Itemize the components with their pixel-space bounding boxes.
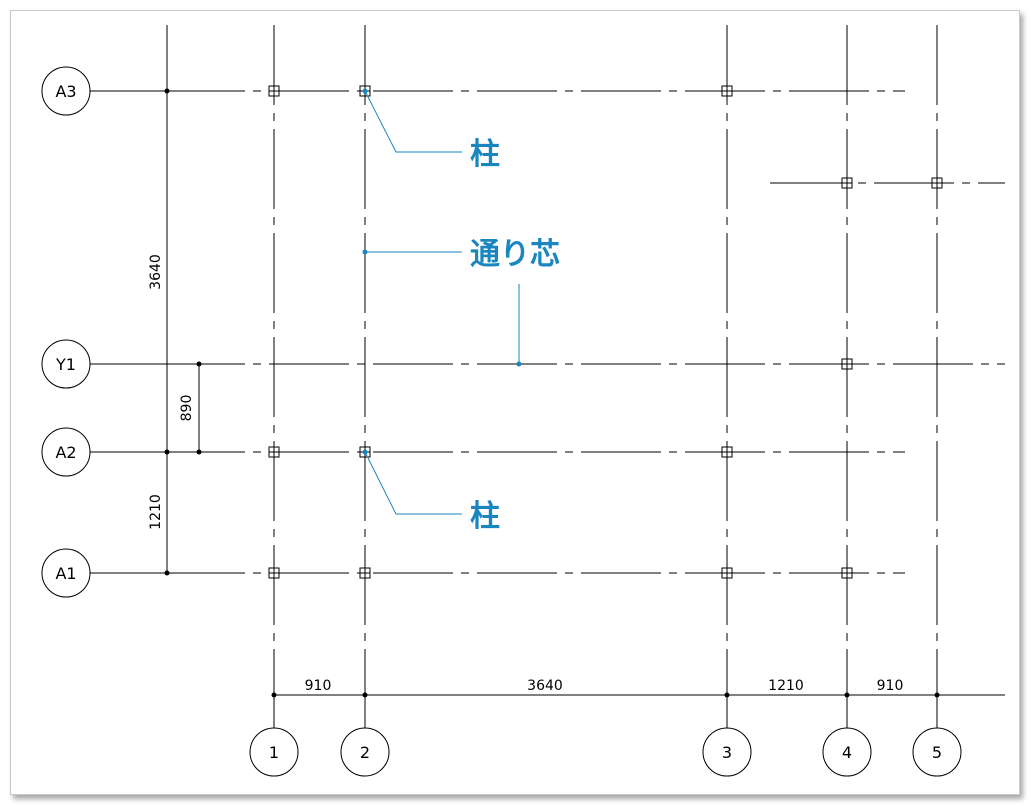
callout-gridline: 通り芯	[470, 237, 560, 272]
column	[931, 177, 943, 189]
dim-dot	[164, 570, 170, 576]
row-bubbles: A3 Y1 A2 A1	[41, 66, 91, 598]
column	[841, 358, 853, 370]
bubble-2	[340, 727, 390, 777]
dim-label-910-left: 910	[305, 678, 332, 694]
dim-label-3640-vertical: 3640	[148, 254, 164, 290]
bubble-4	[822, 727, 872, 777]
column	[841, 567, 853, 579]
dim-label-910-right: 910	[877, 678, 904, 694]
bubble-1	[249, 727, 299, 777]
horizontal-gridlines	[90, 90, 1005, 574]
bubble-3	[702, 727, 752, 777]
bubble-3-label: 3	[722, 743, 732, 762]
dim-dot	[844, 692, 850, 698]
leader-dot	[362, 449, 368, 455]
bubble-4-label: 4	[842, 743, 852, 762]
vertical-gridlines	[273, 25, 938, 728]
leader-dot	[362, 249, 368, 255]
bubble-a1	[41, 548, 91, 598]
column	[359, 567, 371, 579]
column	[721, 567, 733, 579]
dim-dot	[196, 361, 202, 367]
bubble-a1-label: A1	[55, 564, 76, 583]
leader-column-top	[364, 90, 462, 153]
dim-dot	[196, 449, 202, 455]
leader-dot	[516, 361, 522, 367]
callout-column-bottom: 柱	[470, 499, 500, 534]
column	[268, 567, 280, 579]
dim-dot	[934, 692, 940, 698]
dim-label-1210-vertical: 1210	[148, 494, 164, 530]
callouts: 柱 通り芯 柱	[362, 88, 560, 534]
dim-dot	[724, 692, 730, 698]
columns	[268, 85, 943, 579]
bubble-a3-label: A3	[55, 82, 76, 101]
dimension-lines: 910 3640 1210 910 3640 890 1210	[148, 25, 1005, 698]
dim-dot	[362, 692, 368, 698]
dim-label-890: 890	[179, 395, 195, 422]
column-bubbles: 1 2 3 4 5	[249, 727, 962, 777]
dim-label-3640-horizontal: 3640	[527, 678, 563, 694]
callout-column-top: 柱	[470, 137, 500, 172]
leader-column-bottom	[364, 451, 462, 515]
bubble-a2	[41, 427, 91, 477]
dim-dot	[164, 449, 170, 455]
dim-dot	[271, 692, 277, 698]
column	[721, 85, 733, 97]
dim-label-1210-horizontal: 1210	[768, 678, 804, 694]
column	[268, 446, 280, 458]
column	[721, 446, 733, 458]
bubble-a3	[41, 66, 91, 116]
bubble-5-label: 5	[932, 743, 942, 762]
bubble-1-label: 1	[269, 743, 279, 762]
leader-dot	[362, 88, 368, 94]
bubble-y1-label: Y1	[55, 355, 76, 374]
bubble-a2-label: A2	[55, 443, 76, 462]
bubble-y1	[41, 339, 91, 389]
dim-dot	[164, 88, 170, 94]
drawing-frame	[10, 10, 1020, 795]
bubble-2-label: 2	[360, 743, 370, 762]
column	[841, 177, 853, 189]
bubble-5	[912, 727, 962, 777]
column	[268, 85, 280, 97]
